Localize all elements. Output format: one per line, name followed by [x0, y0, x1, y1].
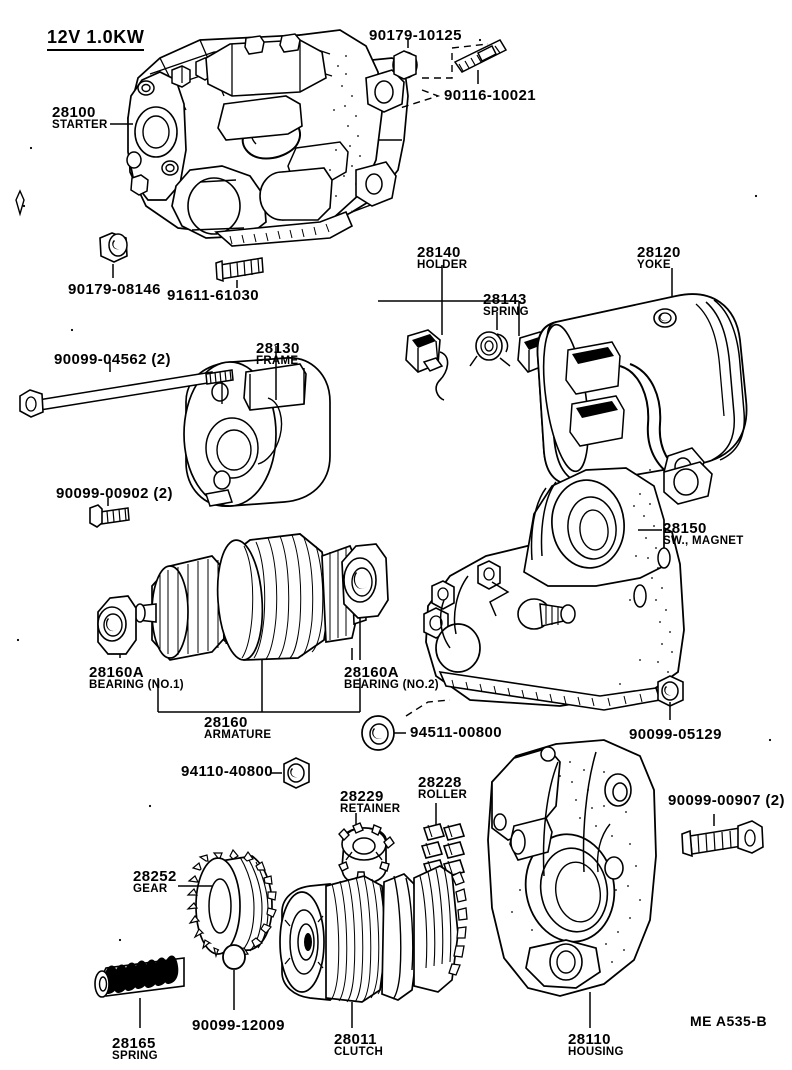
- speckles: [16, 38, 772, 1054]
- part-label-28120: 28120 YOKE: [637, 244, 681, 272]
- part-label-90179-08146: 90179-08146: [68, 281, 161, 298]
- part-label-90099-05129: 90099-05129: [629, 726, 722, 743]
- part-drawing-through-bolt: [19, 362, 234, 418]
- part-drawing-bearing-no2: [341, 543, 389, 660]
- part-drawing-stud-90116-10021: [453, 39, 508, 84]
- stipple-starter: [329, 55, 361, 197]
- part-drawing-brush-spring: [469, 312, 511, 367]
- part-label-90099-00902: 90099-00902 (2): [56, 485, 173, 502]
- part-label-28160: 28160 ARMATURE: [204, 714, 272, 742]
- part-label-94511-00800: 94511-00800: [410, 724, 502, 741]
- part-drawing-holder: [378, 265, 551, 401]
- part-drawing-clip-90099-12009: [222, 944, 246, 1010]
- part-drawing-retainer: [338, 813, 395, 885]
- part-label-28229: 28229 RETAINER: [340, 788, 401, 816]
- arrow-mark: [15, 189, 25, 217]
- part-label-94110-40800: 94110-40800: [181, 763, 273, 780]
- stipple-housing: [511, 761, 641, 963]
- part-drawing-yoke: [536, 268, 748, 487]
- part-drawing-spring: [94, 955, 185, 1028]
- part-drawing-nut-90099-05129: [657, 675, 684, 720]
- part-label-28160A-no1: 28160A BEARING (NO.1): [89, 664, 184, 692]
- part-drawing-nut-94110-40800: [270, 757, 310, 789]
- part-label-28150: 28150 SW., MAGNET: [663, 520, 744, 548]
- part-label-28252: 28252 GEAR: [133, 868, 177, 896]
- part-drawing-starter: [110, 29, 409, 247]
- part-label-90099-00907: 90099-00907 (2): [668, 792, 785, 809]
- part-label-90116-10021: 90116-10021: [444, 87, 536, 104]
- part-drawing-bolt-90099-00907: [681, 814, 764, 858]
- part-label-28165: 28165 SPRING: [112, 1035, 158, 1063]
- part-label-28143: 28143 SPRING: [483, 291, 529, 319]
- part-drawing-bolt-91611-61030: [215, 257, 264, 288]
- part-label-90099-12009: 90099-12009: [192, 1017, 285, 1034]
- part-drawing-washer-90179-08146: [99, 232, 128, 278]
- part-label-28110: 28110 HOUSING: [568, 1031, 624, 1059]
- stipple-magnet-switch: [619, 469, 673, 685]
- part-label-91611-61030: 91611-61030: [167, 287, 259, 304]
- part-label-28160A-no2: 28160A BEARING (NO.2): [344, 664, 439, 692]
- part-drawing-gear: [178, 848, 277, 959]
- part-label-90099-04562: 90099-04562 (2): [54, 351, 171, 368]
- page-title: 12V 1.0KW: [47, 27, 145, 51]
- part-label-28011: 28011 CLUTCH: [334, 1031, 384, 1059]
- part-drawing-rollers: [420, 803, 466, 877]
- part-label-28140: 28140 HOLDER: [417, 244, 468, 272]
- part-drawing-magnet-switch: [423, 461, 713, 711]
- part-label-28228: 28228 ROLLER: [418, 774, 468, 802]
- part-drawing-screw-90099-00902: [89, 498, 130, 528]
- part-drawing-housing: [487, 739, 657, 1028]
- part-drawing-bearing-no1: [97, 595, 137, 655]
- sheet-code: ME A535-B: [690, 1013, 768, 1029]
- part-drawing-frame: [183, 346, 331, 507]
- part-label-28130: 28130 FRAME: [256, 340, 300, 368]
- part-label-28100: 28100 STARTER: [52, 104, 108, 132]
- part-drawing-clutch: [279, 865, 468, 1028]
- part-label-90179-10125: 90179-10125: [369, 27, 462, 44]
